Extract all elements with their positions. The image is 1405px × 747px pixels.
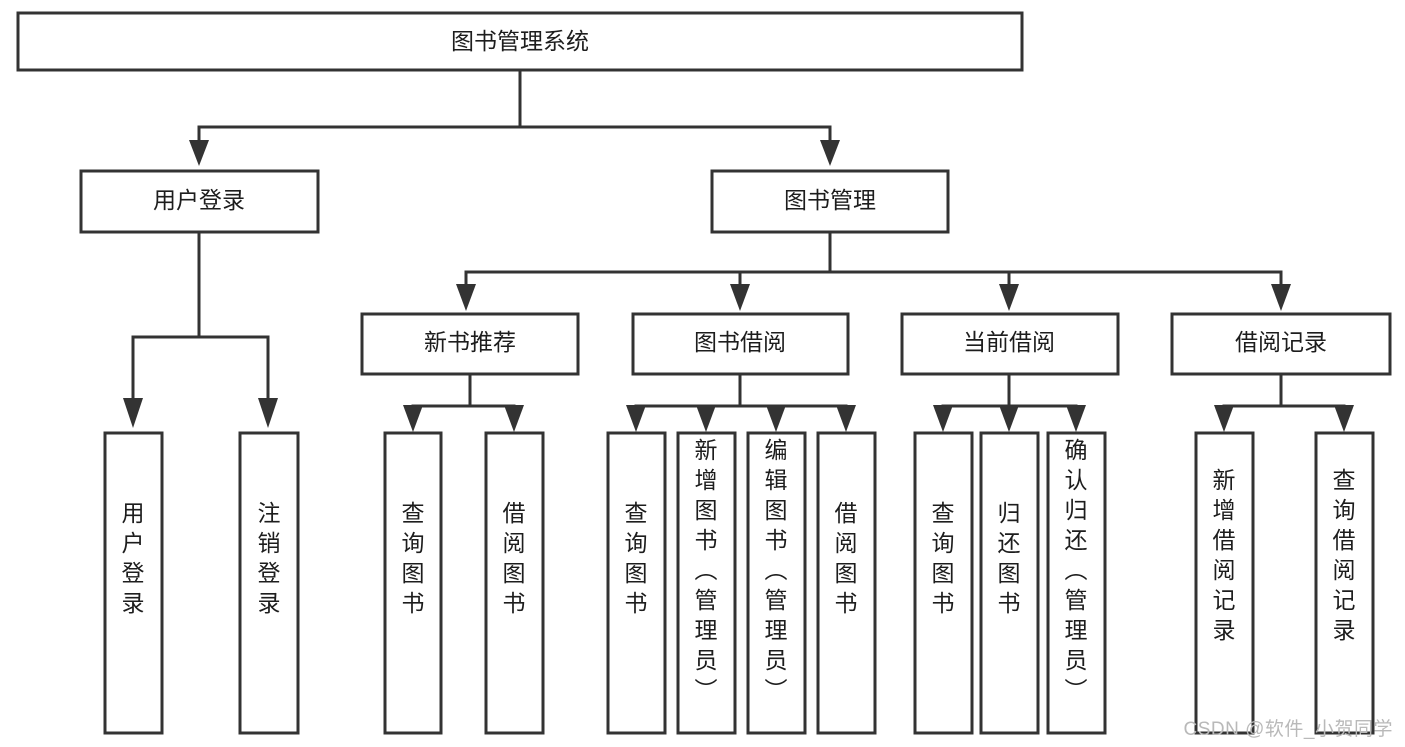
leaf-node-record-add-record[interactable]: 新增借阅记录 bbox=[1194, 431, 1255, 735]
leaf-node-current-return-book[interactable]: 归还图书 bbox=[979, 431, 1040, 735]
leaf-label: 确认归还︵管理员︶ bbox=[1065, 437, 1088, 703]
node-current-borrow[interactable]: 当前借阅 bbox=[900, 312, 1120, 376]
arrow-head-icon bbox=[456, 284, 476, 311]
node-box bbox=[1194, 431, 1255, 735]
node-box bbox=[913, 431, 974, 735]
leaf-node-borrow-add-book[interactable]: 新增图书︵管理员︶ bbox=[676, 431, 737, 735]
leaf-node-record-query-record[interactable]: 查询借阅记录 bbox=[1314, 431, 1375, 735]
connector-group-root bbox=[189, 68, 840, 166]
arrow-head-icon bbox=[626, 405, 646, 432]
watermark-text: CSDN @软件_小贺同学 bbox=[1183, 719, 1393, 740]
connector-group-user-login bbox=[123, 230, 278, 428]
connector-group-current-borrow bbox=[933, 372, 1086, 432]
node-box bbox=[79, 169, 320, 234]
leaf-label: 编辑图书︵管理员︶ bbox=[765, 437, 788, 703]
connector-group-book-borrow bbox=[626, 372, 856, 432]
node-label-book-borrow: 图书借阅 bbox=[694, 329, 786, 355]
leaf-label: 新增借阅记录 bbox=[1213, 467, 1236, 643]
node-label-book-management: 图书管理 bbox=[784, 187, 876, 213]
leaf-label: 借阅图书 bbox=[503, 500, 526, 616]
arrow-head-icon bbox=[999, 405, 1019, 432]
node-box bbox=[979, 431, 1040, 735]
arrow-head-icon bbox=[189, 140, 209, 166]
leaf-node-current-confirm-return[interactable]: 确认归还︵管理员︶ bbox=[1046, 431, 1107, 735]
connector-group-borrow-record bbox=[1214, 372, 1354, 432]
arrow-head-icon bbox=[1271, 284, 1291, 311]
leaf-node-borrow-edit-book[interactable]: 编辑图书︵管理员︶ bbox=[746, 431, 807, 735]
node-user-login[interactable]: 用户登录 bbox=[79, 169, 320, 234]
node-new-book-recommend[interactable]: 新书推荐 bbox=[360, 312, 580, 376]
leaf-node-user-login-logout[interactable]: 注销登录 bbox=[238, 431, 300, 735]
arrow-head-icon bbox=[820, 140, 840, 166]
connector-group-new-book-recommend bbox=[403, 372, 524, 432]
arrow-head-icon bbox=[1334, 405, 1354, 432]
node-label-borrow-record: 借阅记录 bbox=[1235, 329, 1327, 355]
arrow-head-icon bbox=[1214, 405, 1234, 432]
leaf-label: 查询图书 bbox=[932, 500, 955, 616]
leaf-label: 归还图书 bbox=[998, 500, 1021, 616]
leaf-node-borrow-query-book[interactable]: 查询图书 bbox=[606, 431, 667, 735]
node-box bbox=[676, 431, 737, 735]
leaf-node-recommend-query-book[interactable]: 查询图书 bbox=[383, 431, 443, 735]
node-box bbox=[383, 431, 443, 735]
node-box bbox=[1046, 431, 1107, 735]
leaf-label: 查询图书 bbox=[402, 500, 425, 616]
node-label-root: 图书管理系统 bbox=[451, 28, 589, 54]
node-label-new-book-recommend: 新书推荐 bbox=[424, 329, 516, 355]
leaf-label: 借阅图书 bbox=[835, 500, 858, 616]
leaf-label: 查询借阅记录 bbox=[1333, 467, 1356, 643]
node-box bbox=[1170, 312, 1392, 376]
node-box bbox=[16, 11, 1024, 72]
node-book-borrow[interactable]: 图书借阅 bbox=[631, 312, 850, 376]
arrow-head-icon bbox=[258, 398, 278, 428]
arrow-head-icon bbox=[403, 405, 423, 432]
leaf-label: 注销登录 bbox=[258, 500, 281, 616]
arrow-head-icon bbox=[766, 405, 786, 432]
node-box bbox=[631, 312, 850, 376]
arrow-head-icon bbox=[933, 405, 953, 432]
node-box bbox=[1314, 431, 1375, 735]
node-box bbox=[238, 431, 300, 735]
node-box bbox=[484, 431, 545, 735]
leaf-node-user-login-login[interactable]: 用户登录 bbox=[103, 431, 164, 735]
node-box bbox=[606, 431, 667, 735]
node-box bbox=[710, 169, 950, 234]
node-label-current-borrow: 当前借阅 bbox=[963, 329, 1055, 355]
arrow-head-icon bbox=[836, 405, 856, 432]
arrow-head-icon bbox=[504, 405, 524, 432]
node-box bbox=[360, 312, 580, 376]
arrow-head-icon bbox=[123, 398, 143, 428]
leaf-node-current-query-book[interactable]: 查询图书 bbox=[913, 431, 974, 735]
node-box bbox=[103, 431, 164, 735]
node-box bbox=[746, 431, 807, 735]
leaf-label: 新增图书︵管理员︶ bbox=[695, 437, 718, 703]
arrow-head-icon bbox=[999, 284, 1019, 311]
leaf-label: 查询图书 bbox=[625, 500, 648, 616]
node-borrow-record[interactable]: 借阅记录 bbox=[1170, 312, 1392, 376]
arrow-head-icon bbox=[696, 405, 716, 432]
node-box bbox=[816, 431, 877, 735]
connector-group-book-mgmt bbox=[456, 230, 1291, 311]
leaf-label: 用户登录 bbox=[122, 500, 145, 616]
node-book-management[interactable]: 图书管理 bbox=[710, 169, 950, 234]
leaf-node-recommend-borrow-book[interactable]: 借阅图书 bbox=[484, 431, 545, 735]
arrow-head-icon bbox=[730, 284, 750, 311]
leaf-node-borrow-borrow-book[interactable]: 借阅图书 bbox=[816, 431, 877, 735]
node-box bbox=[900, 312, 1120, 376]
node-root-system[interactable]: 图书管理系统 bbox=[16, 11, 1024, 72]
arrow-head-icon bbox=[1066, 405, 1086, 432]
node-label-user-login: 用户登录 bbox=[153, 187, 245, 213]
